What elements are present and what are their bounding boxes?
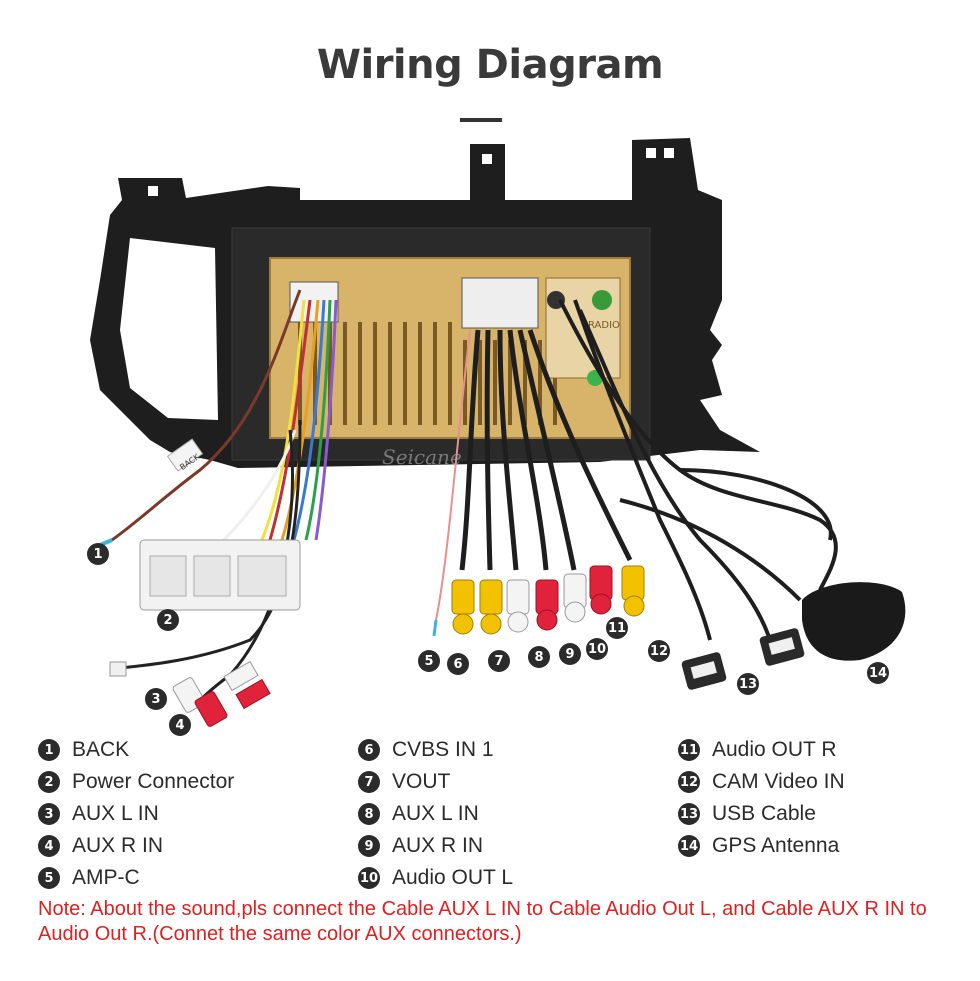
- power-harness-wires: [111, 289, 338, 706]
- legend-label: Power Connector: [72, 770, 235, 793]
- legend-label: Audio OUT R: [712, 738, 837, 761]
- legend-number: 1: [38, 739, 60, 761]
- legend-label: USB Cable: [712, 802, 816, 825]
- legend-number: 5: [38, 867, 60, 889]
- legend-label: CVBS IN 1: [392, 738, 494, 761]
- radio-port-label: RADIO: [588, 320, 620, 331]
- legend-item: 5 AMP-C: [38, 862, 234, 894]
- legend-number: 8: [358, 803, 380, 825]
- amp-plug: [109, 661, 127, 677]
- legend-number: 9: [358, 835, 380, 857]
- legend-item: 10 Audio OUT L: [358, 862, 513, 894]
- legend-number: 10: [358, 867, 380, 889]
- callout-14: 14: [867, 662, 889, 684]
- power-connector: [139, 539, 301, 611]
- legend-item: 11 Audio OUT R: [678, 734, 845, 766]
- callout-2: 2: [157, 609, 179, 631]
- callout-1: 1: [87, 543, 109, 565]
- legend-label: AUX R IN: [392, 834, 484, 857]
- frame-mount-hole-right-b: [664, 148, 674, 158]
- legend-item: 14 GPS Antenna: [678, 830, 845, 862]
- legend-item: 2 Power Connector: [38, 766, 234, 798]
- legend-number: 4: [38, 835, 60, 857]
- legend-label: AUX L IN: [392, 802, 479, 825]
- callout-4: 4: [169, 714, 191, 736]
- legend-item: 6 CVBS IN 1: [358, 734, 513, 766]
- legend-number: 11: [678, 739, 700, 761]
- aux-socket: [461, 277, 539, 329]
- legend-item: 3 AUX L IN: [38, 798, 234, 830]
- frame-mount-hole-top: [482, 154, 492, 164]
- legend-item: 9 AUX R IN: [358, 830, 513, 862]
- legend-column-1: 1 BACK 2 Power Connector 3 AUX L IN 4 AUX R …: [38, 734, 234, 894]
- back-tag: [166, 438, 204, 472]
- legend-number: 2: [38, 771, 60, 793]
- page-title: Wiring Diagram: [316, 42, 664, 88]
- legend-number: 6: [358, 739, 380, 761]
- legend-label: AUX R IN: [72, 834, 164, 857]
- callout-13: 13: [737, 673, 759, 695]
- frame-mount-hole-right-a: [646, 148, 656, 158]
- callout-12: 12: [648, 640, 670, 662]
- right-cables: [558, 299, 838, 641]
- frame-mount-hole-left: [148, 186, 158, 196]
- legend-label: AMP-C: [72, 866, 140, 889]
- legend-label: CAM Video IN: [712, 770, 845, 793]
- gps-antenna: [802, 582, 906, 661]
- legend-number: 7: [358, 771, 380, 793]
- legend-number: 14: [678, 835, 700, 857]
- title-divider: [460, 118, 502, 122]
- legend-column-3: 11 Audio OUT R 12 CAM Video IN 13 USB Cable…: [678, 734, 845, 862]
- callout-8: 8: [528, 646, 550, 668]
- legend-label: VOUT: [392, 770, 451, 793]
- legend-number: 13: [678, 803, 700, 825]
- callout-10: 10: [586, 638, 608, 660]
- legend-label: BACK: [72, 738, 130, 761]
- legend-item: 8 AUX L IN: [358, 798, 513, 830]
- legend-item: 1 BACK: [38, 734, 234, 766]
- rca-plug-row: [451, 565, 645, 635]
- legend-item: 12 CAM Video IN: [678, 766, 845, 798]
- legend-label: AUX L IN: [72, 802, 159, 825]
- center-cables: [435, 329, 633, 621]
- legend-number: 3: [38, 803, 60, 825]
- sound-connection-note: Note: About the sound,pls connect the Ca…: [38, 898, 927, 945]
- wiring-diagram-illustration: RADIO Seicane BACK: [90, 138, 906, 727]
- callout-11: 11: [606, 617, 628, 639]
- callout-7: 7: [488, 650, 510, 672]
- legend-item: 4 AUX R IN: [38, 830, 234, 862]
- callout-3: 3: [145, 688, 167, 710]
- legend-column-2: 6 CVBS IN 1 7 VOUT 8 AUX L IN 9 AUX R IN 10 A…: [358, 734, 513, 894]
- usb-plugs: [681, 628, 805, 690]
- legend-item: 13 USB Cable: [678, 798, 845, 830]
- gps-port: [592, 290, 612, 310]
- callout-5: 5: [418, 650, 440, 672]
- amp-c-wire-tip: [432, 619, 438, 637]
- watermark: Seicane: [382, 445, 462, 469]
- frame-cutout: [120, 238, 218, 420]
- callout-6: 6: [447, 653, 469, 675]
- legend-label: GPS Antenna: [712, 834, 840, 857]
- left-rca-pair: [172, 660, 271, 727]
- legend-label: Audio OUT L: [392, 866, 514, 889]
- callout-9: 9: [559, 643, 581, 665]
- legend-item: 7 VOUT: [358, 766, 513, 798]
- legend-number: 12: [678, 771, 700, 793]
